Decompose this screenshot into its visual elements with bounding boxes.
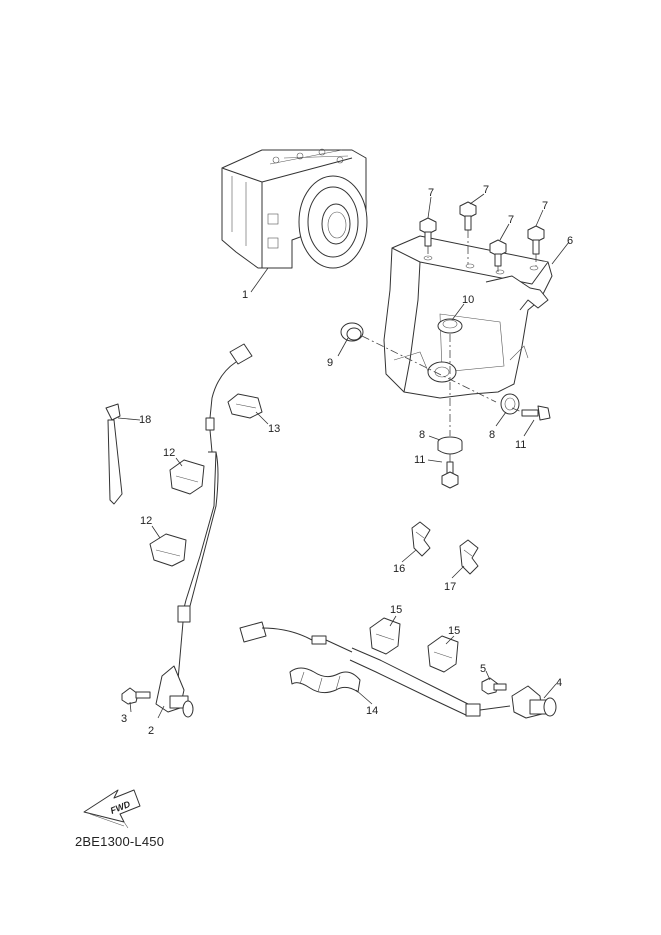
callout-8b: 8 [489, 429, 495, 441]
callout-4: 4 [556, 677, 562, 689]
callout-1: 1 [242, 289, 248, 301]
callout-12a: 12 [163, 447, 175, 459]
callout-15b: 15 [448, 625, 460, 637]
bolt-3 [121, 687, 151, 705]
clamp-12 [149, 533, 187, 567]
front-wheel-sensor [155, 343, 253, 718]
callout-2: 2 [148, 725, 154, 737]
grommet-10 [437, 318, 463, 334]
bolt-7 [459, 201, 477, 264]
grommet-8 [500, 393, 520, 415]
callout-labels: 1 2 3 4 5 6 7 7 7 7 8 8 9 10 11 11 12 12… [121, 184, 573, 737]
callout-7b: 7 [483, 184, 489, 196]
rear-wheel-sensor [239, 621, 557, 719]
cable-tie-18 [105, 403, 123, 505]
callout-10: 10 [462, 294, 474, 306]
callout-7a: 7 [428, 187, 434, 199]
callout-5: 5 [480, 663, 486, 675]
callout-7d: 7 [542, 200, 548, 212]
clamp-15 [427, 635, 459, 673]
callout-12b: 12 [140, 515, 152, 527]
callout-14: 14 [366, 705, 378, 717]
callout-16: 16 [393, 563, 405, 575]
bolt-11 [511, 405, 551, 421]
callout-17: 17 [444, 581, 456, 593]
grommet-8 [437, 436, 463, 455]
protector-14 [289, 667, 361, 694]
callout-18: 18 [139, 414, 151, 426]
callout-8a: 8 [419, 429, 425, 441]
bolt-11 [441, 454, 459, 489]
callout-6: 6 [567, 235, 573, 247]
fwd-arrow: FWD [83, 789, 141, 829]
abs-bracket [383, 235, 553, 399]
callout-11b: 11 [515, 439, 526, 451]
clamp-12 [169, 459, 205, 495]
diagram-reference-code: 2BE1300-L450 [75, 834, 165, 849]
bolt-7 [489, 239, 507, 272]
abs-hydraulic-unit [221, 148, 368, 269]
callout-11a: 11 [414, 454, 425, 466]
clamp-15 [369, 617, 401, 655]
callout-9: 9 [327, 357, 333, 369]
clip-17 [459, 539, 479, 575]
bolt-7 [527, 225, 545, 266]
clamp-13 [227, 393, 263, 419]
callout-15a: 15 [390, 604, 402, 616]
callout-7c: 7 [508, 214, 514, 226]
callout-3: 3 [121, 713, 127, 725]
callout-13: 13 [268, 423, 280, 435]
grommet-9 [340, 322, 364, 342]
clip-16 [411, 521, 431, 557]
bolt-5 [481, 677, 507, 695]
leader-lines [117, 193, 570, 719]
